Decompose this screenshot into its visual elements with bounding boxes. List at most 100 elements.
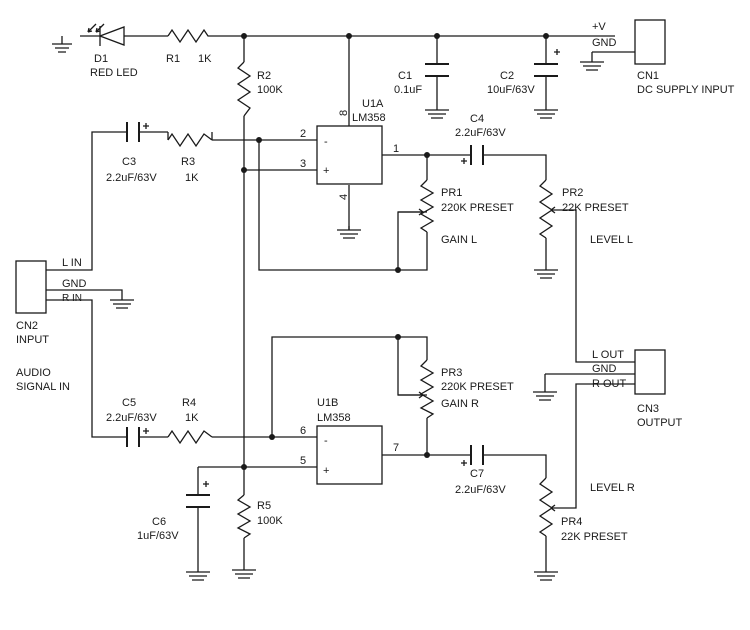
d1-value: RED LED — [90, 67, 138, 79]
c7-ref: C7 — [470, 468, 484, 480]
u1a-pin-inv: 2 — [300, 128, 306, 140]
pr1-label: GAIN L — [441, 234, 477, 246]
cn3-ref: CN3 — [637, 403, 659, 415]
c6-ref: C6 — [152, 516, 166, 528]
u1b-ref: U1B — [317, 397, 338, 409]
c1-ref: C1 — [398, 70, 412, 82]
c4-value: 2.2uF/63V — [455, 127, 506, 139]
ground-symbol-cn3 — [533, 391, 557, 401]
resistor-r5-symbol — [236, 494, 252, 539]
c3-value: 2.2uF/63V — [106, 172, 157, 184]
u1a-plus: + — [323, 165, 329, 177]
capacitor-c1-symbol — [425, 63, 449, 77]
u1a-value: LM358 — [352, 112, 386, 124]
u1a-pin-gnd: 4 — [338, 194, 350, 200]
c2-ref: C2 — [500, 70, 514, 82]
pr2-ref: PR2 — [562, 187, 583, 199]
u1a-ref: U1A — [362, 98, 384, 110]
d1-ref: D1 — [94, 53, 108, 65]
preset-pr3-symbol — [398, 359, 435, 419]
cn2-note-line1: AUDIO — [16, 367, 51, 379]
ground-symbol-c2 — [534, 109, 558, 119]
ground-symbols — [52, 36, 604, 581]
cn3-value: OUTPUT — [637, 417, 683, 429]
r4-value: 1K — [185, 412, 199, 424]
preset-pr1-symbol — [398, 179, 435, 233]
ground-symbol-u1a — [337, 226, 361, 239]
connector-cn3-body — [634, 349, 666, 395]
ground-symbol-c1 — [425, 109, 449, 119]
c1-value: 0.1uF — [394, 84, 422, 96]
ground-symbol-led — [52, 36, 72, 53]
resistor-r2-symbol — [236, 61, 252, 117]
u1a-minus: - — [324, 136, 328, 148]
cn2-pin-lin: L IN — [62, 257, 82, 269]
r5-value: 100K — [257, 515, 283, 527]
connector-cn1-body — [634, 19, 666, 65]
c3-ref: C3 — [122, 156, 136, 168]
u1b-plus: + — [323, 465, 329, 477]
cn1-pin-gnd: GND — [592, 37, 617, 49]
resistor-r4-symbol — [167, 429, 213, 445]
junction-dots — [241, 33, 549, 470]
resistor-r3-symbol — [167, 132, 213, 148]
capacitor-c2-symbol — [534, 49, 560, 77]
led-d1-symbol — [87, 23, 125, 46]
capacitor-c4-symbol — [461, 145, 484, 165]
ground-symbol-r5 — [232, 569, 256, 579]
opamp-u1a-body — [316, 125, 383, 185]
u1b-pin-out: 7 — [393, 442, 399, 454]
cn2-value: INPUT — [16, 334, 49, 346]
capacitor-c3-symbol — [126, 122, 149, 142]
cn2-note-line2: SIGNAL IN — [16, 381, 70, 393]
ground-symbol-pr4 — [534, 571, 558, 581]
ground-symbol-c6 — [186, 571, 210, 581]
pr3-value: 220K PRESET — [441, 381, 514, 393]
u1b-value: LM358 — [317, 412, 351, 424]
cn1-ref: CN1 — [637, 70, 659, 82]
cn1-pin-v: +V — [592, 21, 606, 33]
r3-ref: R3 — [181, 156, 195, 168]
resistor-r1-symbol — [167, 28, 212, 44]
pr4-ref: PR4 — [561, 516, 582, 528]
r2-value: 100K — [257, 84, 283, 96]
pr2-label: LEVEL L — [590, 234, 633, 246]
u1a-pin-vcc: 8 — [338, 110, 350, 116]
connector-cn2-body — [15, 260, 47, 314]
r1-ref: R1 — [166, 53, 180, 65]
cn1-value: DC SUPPLY INPUT — [637, 84, 735, 96]
pr1-ref: PR1 — [441, 187, 462, 199]
cn3-pin-lout: L OUT — [592, 349, 624, 361]
cn3-pin-rout: R OUT — [592, 378, 627, 390]
c7-value: 2.2uF/63V — [455, 484, 506, 496]
r1-value: 1K — [198, 53, 212, 65]
r5-ref: R5 — [257, 500, 271, 512]
cn3-pin-gnd: GND — [592, 363, 617, 375]
ground-symbol-cn1 — [580, 61, 604, 71]
ground-symbol-pr2 — [534, 269, 558, 279]
u1b-pin-noninv: 5 — [300, 455, 306, 467]
pr1-value: 220K PRESET — [441, 202, 514, 214]
pr3-ref: PR3 — [441, 367, 462, 379]
c5-value: 2.2uF/63V — [106, 412, 157, 424]
r3-value: 1K — [185, 172, 199, 184]
c2-value: 10uF/63V — [487, 84, 535, 96]
u1b-pin-inv: 6 — [300, 425, 306, 437]
pr3-label: GAIN R — [441, 398, 479, 410]
pr4-label: LEVEL R — [590, 482, 635, 494]
cn2-pin-rin: R IN — [62, 293, 82, 304]
u1b-minus: - — [324, 435, 328, 447]
capacitor-c7-symbol — [461, 445, 484, 466]
ground-symbol-cn2 — [110, 299, 134, 309]
preset-pr2-symbol — [538, 179, 558, 239]
u1a-pin-out: 1 — [393, 143, 399, 155]
c4-ref: C4 — [470, 113, 484, 125]
capacitor-c5-symbol — [126, 427, 149, 447]
r2-ref: R2 — [257, 70, 271, 82]
r4-ref: R4 — [182, 397, 196, 409]
c6-value: 1uF/63V — [137, 530, 179, 542]
pr4-value: 22K PRESET — [561, 531, 628, 543]
capacitor-c6-symbol — [186, 481, 210, 508]
opamp-u1b-body — [316, 425, 383, 485]
